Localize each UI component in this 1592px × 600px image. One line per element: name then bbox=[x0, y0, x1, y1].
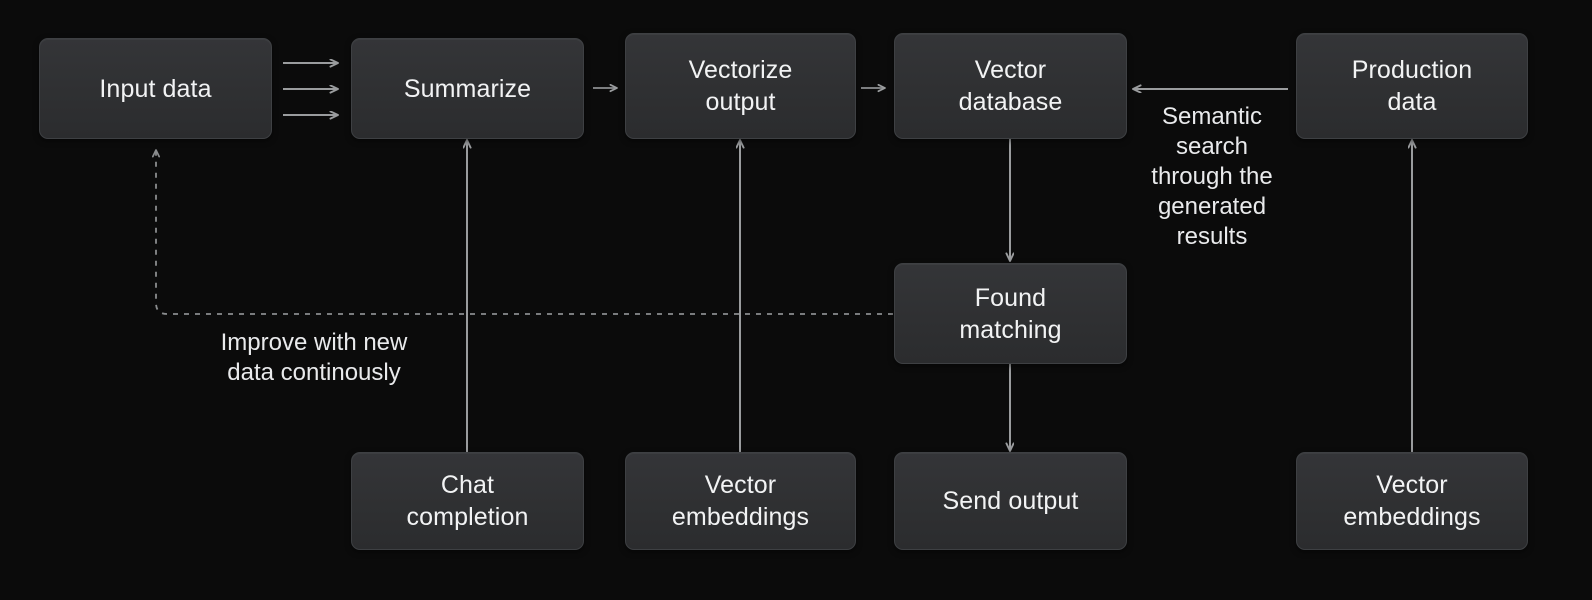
edge-found-matching-to-input-data-dashed bbox=[156, 150, 893, 315]
node-vector-embeddings-mid[interactable]: Vector embeddings bbox=[625, 452, 856, 550]
node-vectorize-output[interactable]: Vectorize output bbox=[625, 33, 856, 139]
node-vector-embeddings-right[interactable]: Vector embeddings bbox=[1296, 452, 1528, 550]
node-vector-database[interactable]: Vector database bbox=[894, 33, 1127, 139]
node-send-output[interactable]: Send output bbox=[894, 452, 1127, 550]
node-chat-completion[interactable]: Chat completion bbox=[351, 452, 584, 550]
edge-label-improve-loop: Improve with new data continously bbox=[220, 329, 408, 386]
node-found-matching[interactable]: Found matching bbox=[894, 263, 1127, 364]
node-production-data[interactable]: Production data bbox=[1296, 33, 1528, 139]
edge-label-semantic-search: Semantic search through the generated re… bbox=[1151, 103, 1273, 250]
edge-input-data-to-summarize bbox=[283, 63, 338, 115]
node-summarize[interactable]: Summarize bbox=[351, 38, 584, 139]
node-input-data[interactable]: Input data bbox=[39, 38, 272, 139]
